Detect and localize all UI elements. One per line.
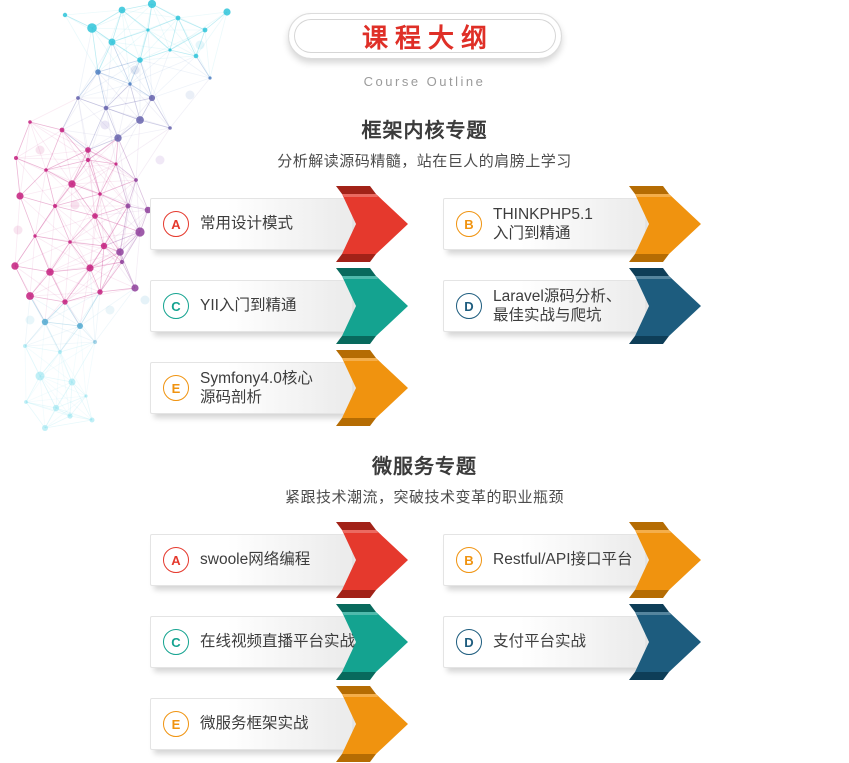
item-letter-badge: C xyxy=(163,629,189,655)
item-letter-badge: E xyxy=(163,375,189,401)
item-label-line: 微服务框架实战 xyxy=(200,715,309,733)
arrow-icon xyxy=(336,350,408,426)
course-item-a: A swoole网络编程 xyxy=(150,522,408,598)
item-label-line: 常用设计模式 xyxy=(200,215,294,233)
course-item-bar: C YII入门到精通 xyxy=(150,280,353,332)
section-title: 框架内核专题 xyxy=(361,120,488,142)
page-subtitle-en: Course Outline xyxy=(363,74,486,89)
section-items-grid: A 常用设计模式 B THINKPHP5.1 入门到精通 C YII入门到精通 xyxy=(150,186,701,426)
course-item-bar: D 支付平台实战 xyxy=(443,616,646,668)
item-letter-badge: A xyxy=(163,211,189,237)
course-item-c: C YII入门到精通 xyxy=(150,268,408,344)
item-letter-badge: B xyxy=(456,211,482,237)
item-label: 在线视频直播平台实战 xyxy=(200,632,355,651)
course-item-b: B Restful/API接口平台 xyxy=(443,522,701,598)
course-item-bar: E Symfony4.0核心源码剖析 xyxy=(150,362,353,414)
item-label-line: YII入门到精通 xyxy=(200,297,297,315)
title-badge: 课程大纲 xyxy=(287,13,562,59)
item-label-line: Restful/API接口平台 xyxy=(493,551,633,569)
item-letter-badge: D xyxy=(456,293,482,319)
arrow-icon xyxy=(629,522,701,598)
item-label-line: Symfony4.0核心 xyxy=(200,369,313,387)
section-subtitle: 紧跟技术潮流，突破技术变革的职业瓶颈 xyxy=(284,489,564,506)
item-label: 微服务框架实战 xyxy=(200,714,309,733)
page-title: 课程大纲 xyxy=(361,22,494,53)
sections-root: 框架内核专题 分析解读源码精髓，站在巨人的肩膀上学习 A 常用设计模式 B TH… xyxy=(0,114,849,762)
section-items-grid: A swoole网络编程 B Restful/API接口平台 C 在线视频直播平… xyxy=(150,522,701,762)
item-letter-badge: E xyxy=(163,711,189,737)
course-item-bar: B Restful/API接口平台 xyxy=(443,534,646,586)
item-letter-badge: C xyxy=(163,293,189,319)
arrow-icon xyxy=(336,268,408,344)
item-label-line: swoole网络编程 xyxy=(200,551,311,569)
item-label-line: Laravel源码分析、 xyxy=(493,287,622,305)
course-item-e: E 微服务框架实战 xyxy=(150,686,408,762)
arrow-icon xyxy=(336,522,408,598)
item-label-line: 在线视频直播平台实战 xyxy=(200,633,356,651)
course-item-d: D 支付平台实战 xyxy=(443,604,701,680)
item-label: Restful/API接口平台 xyxy=(493,550,633,569)
item-label: Laravel源码分析、最佳实战与爬坑 xyxy=(493,287,621,325)
course-item-bar: B THINKPHP5.1 入门到精通 xyxy=(443,198,646,250)
arrow-icon xyxy=(629,268,701,344)
item-label-line: THINKPHP5.1 xyxy=(493,205,593,223)
arrow-icon xyxy=(336,186,408,262)
course-item-bar: E 微服务框架实战 xyxy=(150,698,353,750)
item-label: swoole网络编程 xyxy=(200,550,310,569)
item-label: 支付平台实战 xyxy=(493,632,586,651)
course-section: 框架内核专题 分析解读源码精髓，站在巨人的肩膀上学习 A 常用设计模式 B TH… xyxy=(0,114,849,426)
section-subtitle: 分析解读源码精髓，站在巨人的肩膀上学习 xyxy=(277,153,572,170)
item-label: Symfony4.0核心源码剖析 xyxy=(200,369,313,407)
item-letter-badge: B xyxy=(456,547,482,573)
item-label-line: 源码剖析 xyxy=(200,389,263,406)
course-item-c: C 在线视频直播平台实战 xyxy=(150,604,408,680)
item-label-line: 支付平台实战 xyxy=(493,633,587,651)
course-item-bar: C 在线视频直播平台实战 xyxy=(150,616,355,668)
item-label: YII入门到精通 xyxy=(200,296,296,315)
page-header: 课程大纲 Course Outline xyxy=(0,0,849,89)
course-item-bar: A swoole网络编程 xyxy=(150,534,353,586)
item-label-line: 入门到精通 xyxy=(493,225,571,242)
arrow-icon xyxy=(336,686,408,762)
item-label-line: 最佳实战与爬坑 xyxy=(493,307,602,324)
course-item-b: B THINKPHP5.1 入门到精通 xyxy=(443,186,701,262)
course-item-bar: D Laravel源码分析、最佳实战与爬坑 xyxy=(443,280,646,332)
arrow-icon xyxy=(336,604,408,680)
arrow-icon xyxy=(629,604,701,680)
item-letter-badge: D xyxy=(456,629,482,655)
item-letter-badge: A xyxy=(163,547,189,573)
course-item-e: E Symfony4.0核心源码剖析 xyxy=(150,350,408,426)
course-item-bar: A 常用设计模式 xyxy=(150,198,353,250)
course-section: 微服务专题 紧跟技术潮流，突破技术变革的职业瓶颈 A swoole网络编程 B … xyxy=(0,450,849,762)
course-item-a: A 常用设计模式 xyxy=(150,186,408,262)
arrow-icon xyxy=(629,186,701,262)
section-title: 微服务专题 xyxy=(372,456,477,478)
course-item-d: D Laravel源码分析、最佳实战与爬坑 xyxy=(443,268,701,344)
item-label: THINKPHP5.1 入门到精通 xyxy=(493,205,593,243)
item-label: 常用设计模式 xyxy=(200,214,293,233)
